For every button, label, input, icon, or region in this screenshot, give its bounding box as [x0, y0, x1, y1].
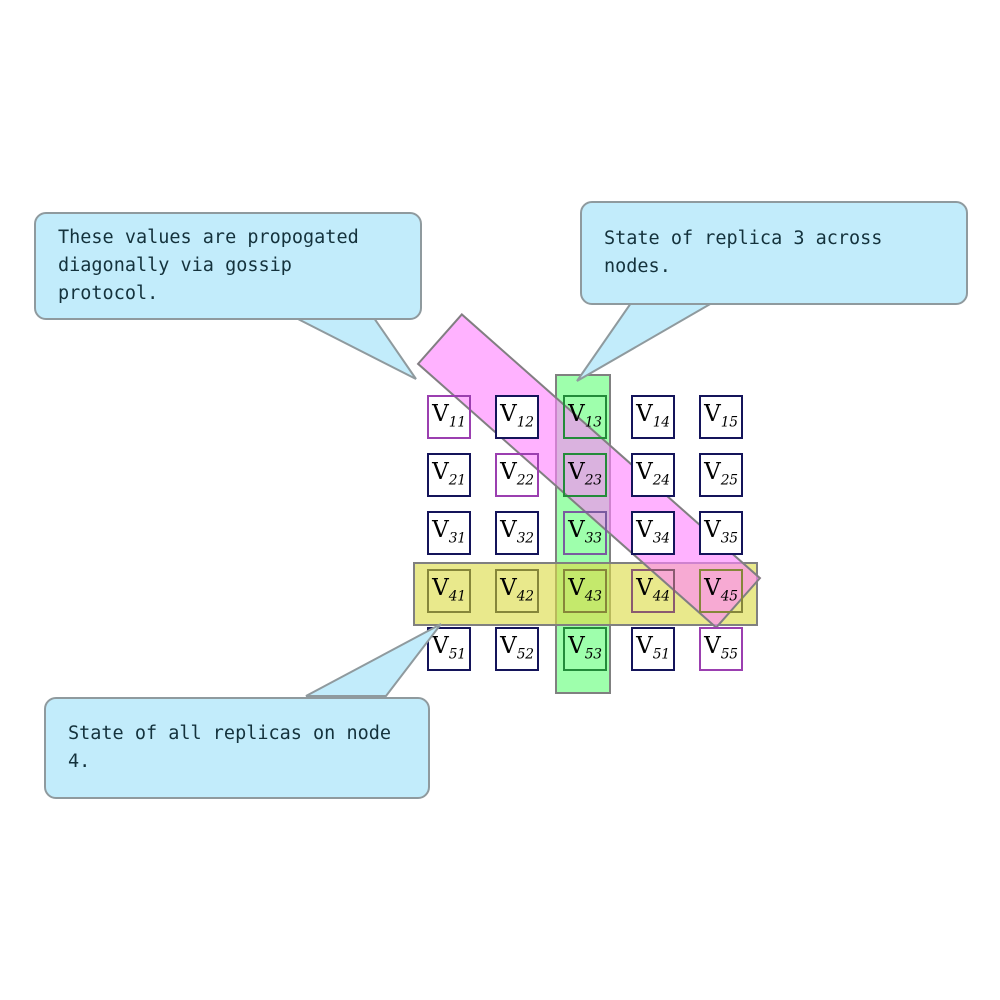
callout-gossip-text: These values are propogated diagonally v…: [58, 227, 359, 304]
matrix-cell-subscript: 53: [584, 646, 602, 663]
matrix-cell-subscript: 21: [448, 472, 466, 489]
matrix-cell-3-4[interactable]: V34: [631, 511, 675, 555]
matrix-cell-5-5[interactable]: V55: [699, 627, 743, 671]
matrix-cell-label: V22: [500, 459, 534, 489]
matrix-cell-subscript: 32: [516, 530, 534, 547]
matrix-cell-subscript: 12: [516, 414, 534, 431]
matrix-cell-subscript: 44: [652, 588, 670, 605]
matrix-cell-label: V21: [432, 459, 466, 489]
callout-replica3-state: State of replica 3 across nodes.: [580, 201, 968, 305]
matrix-cell-subscript: 23: [584, 472, 602, 489]
matrix-cell-subscript: 14: [652, 414, 670, 431]
matrix-cell-5-4[interactable]: V51: [631, 627, 675, 671]
matrix-cell-subscript: 33: [584, 530, 602, 547]
matrix-cell-2-2[interactable]: V22: [495, 453, 539, 497]
matrix-cell-label: V42: [500, 575, 534, 605]
matrix-cell-3-5[interactable]: V35: [699, 511, 743, 555]
matrix-cell-4-4[interactable]: V44: [631, 569, 675, 613]
matrix-cell-3-3[interactable]: V33: [563, 511, 607, 555]
matrix-cell-label: V34: [636, 517, 670, 547]
matrix-cell-label: V11: [432, 401, 466, 431]
matrix-cell-subscript: 35: [720, 530, 738, 547]
matrix-cell-subscript: 11: [448, 414, 466, 431]
matrix-cell-label: V13: [568, 401, 602, 431]
matrix-cell-subscript: 41: [448, 588, 466, 605]
matrix-cell-subscript: 31: [448, 530, 466, 547]
callout-node4-state: State of all replicas on node 4.: [44, 697, 430, 799]
matrix-cell-label: V51: [636, 633, 670, 663]
matrix-cell-1-4[interactable]: V14: [631, 395, 675, 439]
matrix-cell-4-5[interactable]: V45: [699, 569, 743, 613]
matrix-cell-2-5[interactable]: V25: [699, 453, 743, 497]
matrix-cell-label: V23: [568, 459, 602, 489]
matrix-cell-label: V52: [500, 633, 534, 663]
matrix-cell-1-5[interactable]: V15: [699, 395, 743, 439]
matrix-cell-subscript: 55: [720, 646, 738, 663]
matrix-cell-label: V31: [432, 517, 466, 547]
matrix-cell-4-3[interactable]: V43: [563, 569, 607, 613]
matrix-cell-subscript: 43: [584, 588, 602, 605]
matrix-cell-4-1[interactable]: V41: [427, 569, 471, 613]
matrix-cell-label: V55: [704, 633, 738, 663]
matrix-cell-4-2[interactable]: V42: [495, 569, 539, 613]
matrix-cell-label: V25: [704, 459, 738, 489]
matrix-cell-subscript: 15: [720, 414, 738, 431]
matrix-cell-3-2[interactable]: V32: [495, 511, 539, 555]
matrix-cell-subscript: 51: [448, 646, 466, 663]
matrix-cell-label: V15: [704, 401, 738, 431]
callout-replica3-text: State of replica 3 across nodes.: [604, 228, 883, 277]
matrix-cell-2-3[interactable]: V23: [563, 453, 607, 497]
matrix-cell-subscript: 42: [516, 588, 534, 605]
matrix-cell-label: V53: [568, 633, 602, 663]
matrix-cell-subscript: 34: [652, 530, 670, 547]
matrix-cell-label: V41: [432, 575, 466, 605]
matrix-cell-label: V35: [704, 517, 738, 547]
matrix-cell-label: V33: [568, 517, 602, 547]
matrix-cell-label: V12: [500, 401, 534, 431]
callout-gossip-protocol: These values are propogated diagonally v…: [34, 212, 422, 320]
matrix-cell-label: V24: [636, 459, 670, 489]
matrix-cell-label: V51: [432, 633, 466, 663]
matrix-cell-5-1[interactable]: V51: [427, 627, 471, 671]
matrix-cell-label: V43: [568, 575, 602, 605]
matrix-cell-5-2[interactable]: V52: [495, 627, 539, 671]
matrix-cell-label: V14: [636, 401, 670, 431]
matrix-cell-2-1[interactable]: V21: [427, 453, 471, 497]
matrix-cell-3-1[interactable]: V31: [427, 511, 471, 555]
matrix-cell-subscript: 24: [652, 472, 670, 489]
matrix-cell-subscript: 22: [516, 472, 534, 489]
matrix-cell-1-3[interactable]: V13: [563, 395, 607, 439]
matrix-cell-label: V32: [500, 517, 534, 547]
matrix-cell-subscript: 45: [720, 588, 738, 605]
matrix-cell-1-1[interactable]: V11: [427, 395, 471, 439]
matrix-cell-5-3[interactable]: V53: [563, 627, 607, 671]
matrix-cell-label: V45: [704, 575, 738, 605]
matrix-cell-label: V44: [636, 575, 670, 605]
matrix-cell-subscript: 52: [516, 646, 534, 663]
matrix-cell-2-4[interactable]: V24: [631, 453, 675, 497]
matrix-cell-1-2[interactable]: V12: [495, 395, 539, 439]
matrix-cell-subscript: 13: [584, 414, 602, 431]
callout-node4-text: State of all replicas on node 4.: [68, 723, 392, 772]
matrix-cell-subscript: 25: [720, 472, 738, 489]
matrix-cell-subscript: 51: [652, 646, 670, 663]
